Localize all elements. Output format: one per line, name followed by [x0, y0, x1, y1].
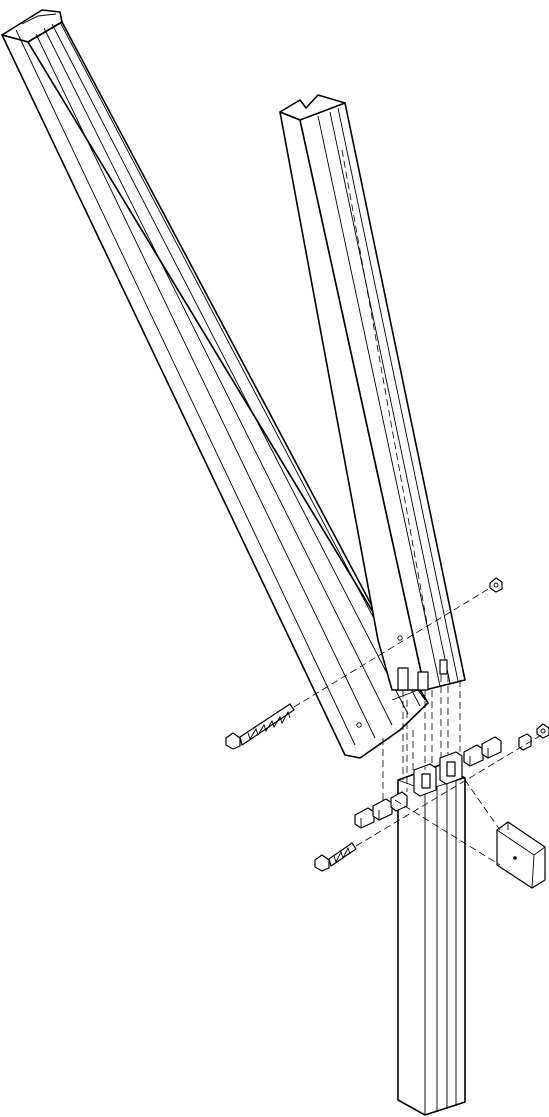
- right-rafter: [279, 94, 466, 691]
- left-rafter: [1, 9, 429, 759]
- right-nut: [536, 723, 549, 739]
- connector-blocks-left: [354, 791, 408, 829]
- upper-bolt: [225, 703, 295, 750]
- post: [397, 751, 466, 1116]
- assembly-guide-lines: [293, 587, 544, 866]
- upper-nut: [489, 577, 503, 593]
- connector-blocks-right: [463, 733, 532, 767]
- washer-plate: [496, 821, 546, 889]
- lower-bolt: [314, 842, 357, 872]
